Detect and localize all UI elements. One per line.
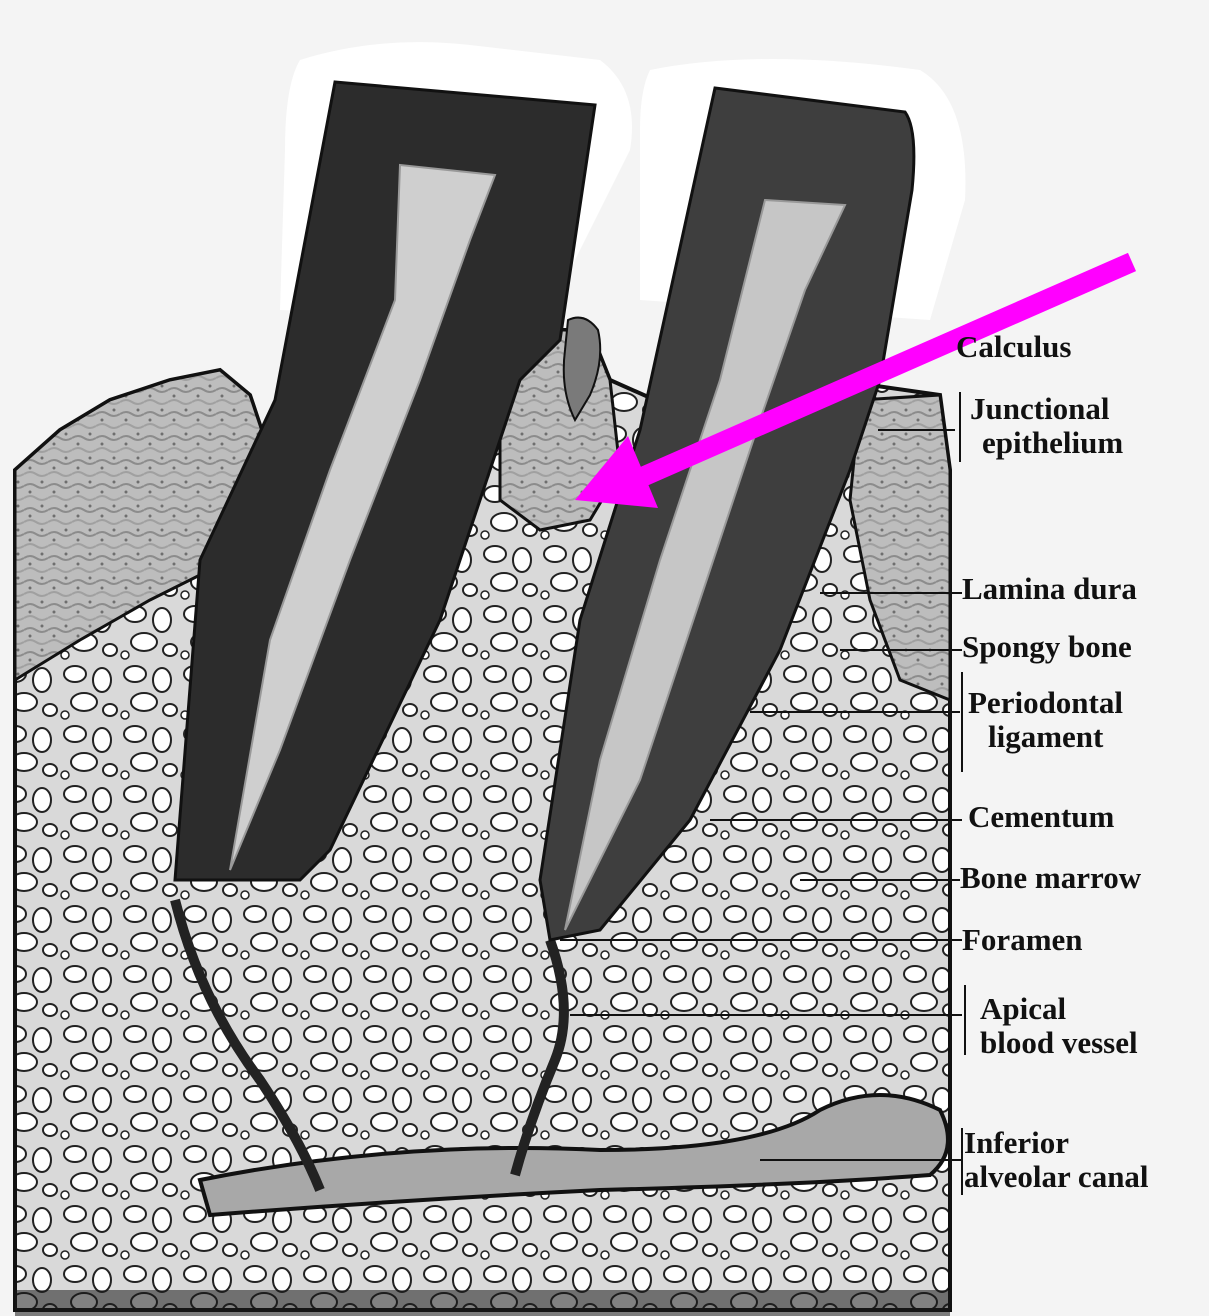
label-cementum-text: Cementum [968,800,1114,834]
label-inferior-line2: alveolar canal [964,1160,1149,1194]
label-calculus-text: Calculus [956,330,1071,364]
label-lamina-dura-text: Lamina dura [962,572,1137,606]
label-bone-marrow-text: Bone marrow [960,861,1141,895]
label-apical-line1: Apical [980,992,1138,1026]
label-inferior-alveolar-canal: Inferior alveolar canal [964,1126,1149,1194]
label-junctional-line1: Junctional [970,392,1123,426]
label-junctional-epithelium: Junctional epithelium [970,392,1123,460]
bottom-edge [15,1290,950,1316]
label-cementum: Cementum [968,800,1114,834]
label-periodontal-line2: ligament [968,720,1123,754]
label-calculus: Calculus [956,330,1071,364]
label-foramen-text: Foramen [962,923,1083,957]
label-apical-blood-vessel: Apical blood vessel [980,992,1138,1060]
label-inferior-line1: Inferior [964,1126,1149,1160]
label-junctional-line2: epithelium [970,426,1123,460]
label-bone-marrow: Bone marrow [960,861,1141,895]
label-spongy-bone: Spongy bone [962,630,1132,664]
label-periodontal-line1: Periodontal [968,686,1123,720]
label-lamina-dura: Lamina dura [962,572,1137,606]
label-apical-line2: blood vessel [980,1026,1138,1060]
label-foramen: Foramen [962,923,1083,957]
label-spongy-bone-text: Spongy bone [962,630,1132,664]
label-periodontal-ligament: Periodontal ligament [968,686,1123,754]
